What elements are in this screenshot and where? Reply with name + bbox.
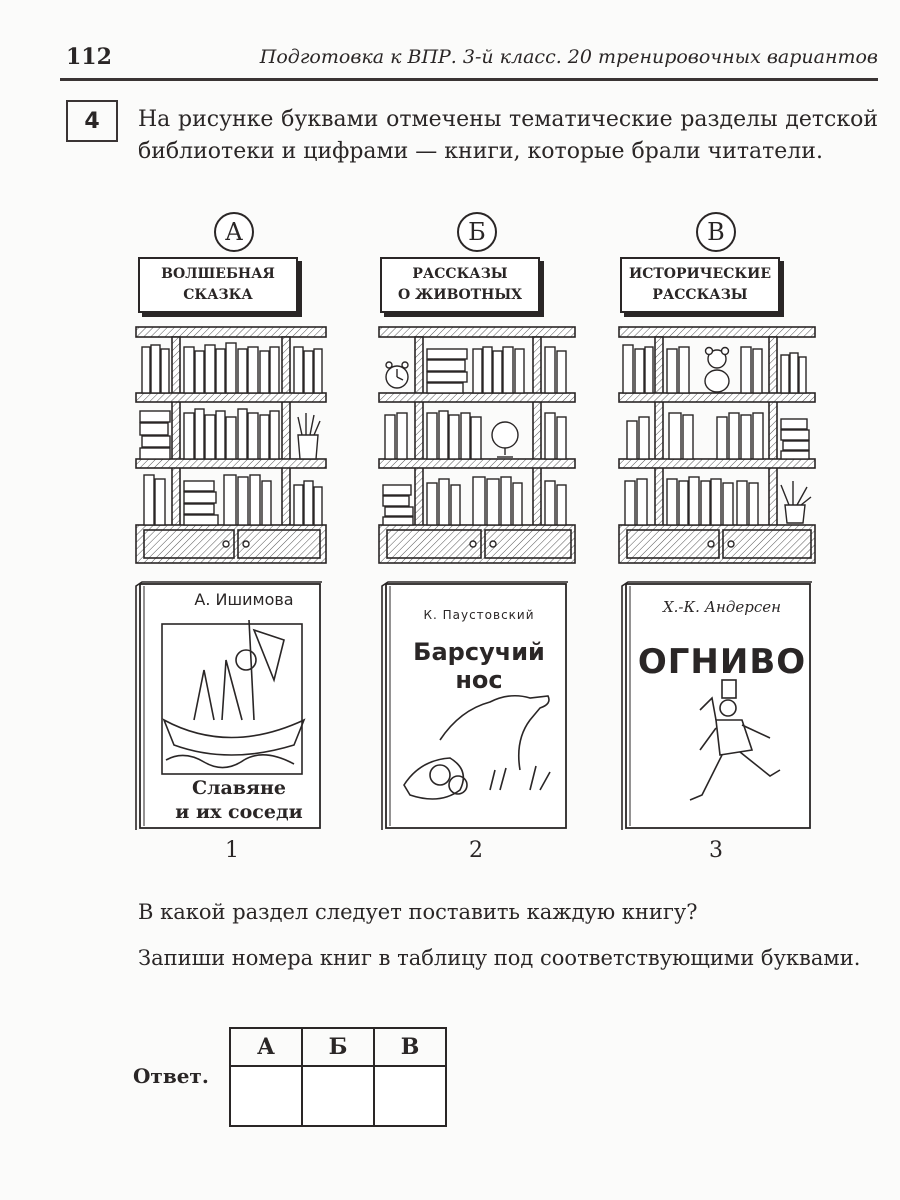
ship-illustration bbox=[162, 619, 306, 769]
title-line: и их соседи bbox=[175, 801, 303, 823]
label-line: ИСТОРИЧЕСКИЕ bbox=[629, 266, 771, 282]
alarm-clock-icon bbox=[385, 361, 409, 389]
book-1-title: Славяне и их соседи bbox=[154, 776, 324, 824]
label-line: РАССКАЗЫ bbox=[652, 287, 748, 303]
bookshelf-illustration bbox=[378, 326, 576, 564]
globe-icon bbox=[491, 421, 519, 458]
task-number: 4 bbox=[84, 108, 100, 134]
book-3-title: ОГНИВО bbox=[634, 642, 810, 682]
letter-circle-b: Б bbox=[457, 212, 497, 252]
title-line: Славяне bbox=[191, 777, 287, 799]
book-1: А. Ишимова Славяне и их соседи bbox=[134, 580, 330, 830]
header-divider bbox=[60, 78, 878, 81]
book-number-2: 2 bbox=[469, 838, 483, 863]
title-line: Барсучий bbox=[413, 638, 545, 666]
book-cover-illustration bbox=[381, 581, 576, 830]
letter-circle-v: В bbox=[696, 212, 736, 252]
answer-cell-v[interactable] bbox=[373, 1065, 447, 1127]
answer-header-v: В bbox=[373, 1027, 447, 1067]
bookshelf-illustration bbox=[618, 326, 816, 564]
book-3: Х.-К. Андерсен ОГНИВО bbox=[620, 580, 816, 830]
book-2: К. Паустовский Барсучий нос bbox=[380, 580, 576, 830]
teddy-bear-icon bbox=[704, 346, 730, 393]
book-cover-illustration bbox=[621, 581, 816, 830]
section-b-marker: Б bbox=[457, 212, 497, 252]
bookshelf-a bbox=[134, 325, 328, 565]
question-section: В какой раздел следует поставить каждую … bbox=[138, 900, 698, 924]
answer-label: Ответ. bbox=[133, 1064, 209, 1088]
book-number-1: 1 bbox=[225, 838, 239, 863]
label-line: РАССКАЗЫ bbox=[412, 266, 508, 282]
section-label-b: РАССКАЗЫ О ЖИВОТНЫХ bbox=[380, 257, 540, 313]
task-number-box: 4 bbox=[66, 100, 118, 142]
book-1-author: А. Ишимова bbox=[194, 590, 294, 609]
answer-header-a: А bbox=[229, 1027, 303, 1067]
book-number-3: 3 bbox=[709, 838, 723, 863]
section-label-a: ВОЛШЕБНАЯ СКАЗКА bbox=[138, 257, 298, 313]
potted-plant-icon bbox=[780, 481, 812, 524]
answer-table: А Б В bbox=[229, 1027, 447, 1127]
section-v-marker: В bbox=[696, 212, 736, 252]
answer-header-b: Б bbox=[301, 1027, 375, 1067]
title-line: ОГНИВО bbox=[637, 642, 807, 682]
task-statement: На рисунке буквами отмечены тематические… bbox=[138, 107, 878, 164]
book-cover-illustration bbox=[135, 581, 330, 830]
question-instruction: Запиши номера книг в таблицу под соответ… bbox=[138, 946, 861, 970]
badger-illustration bbox=[403, 694, 551, 800]
title-line: нос bbox=[455, 666, 503, 694]
page-number: 112 bbox=[66, 44, 112, 70]
section-a-marker: А bbox=[214, 212, 254, 252]
running-header-title: Подготовка к ВПР. 3-й класс. 20 трениров… bbox=[259, 46, 878, 68]
soldier-illustration bbox=[689, 679, 781, 801]
book-2-author: К. Паустовский bbox=[423, 608, 535, 622]
bookshelf-illustration bbox=[135, 326, 327, 564]
book-3-author: Х.-К. Андерсен bbox=[662, 598, 782, 616]
letter-circle-a: А bbox=[214, 212, 254, 252]
label-line: СКАЗКА bbox=[183, 287, 253, 303]
bookshelf-v bbox=[617, 325, 816, 565]
bookshelf-b bbox=[377, 325, 576, 565]
section-label-v: ИСТОРИЧЕСКИЕ РАССКАЗЫ bbox=[620, 257, 780, 313]
book-2-title: Барсучий нос bbox=[394, 638, 564, 694]
answer-cell-a[interactable] bbox=[229, 1065, 303, 1127]
answer-cell-b[interactable] bbox=[301, 1065, 375, 1127]
label-line: О ЖИВОТНЫХ bbox=[397, 287, 523, 303]
label-line: ВОЛШЕБНАЯ bbox=[161, 266, 275, 282]
